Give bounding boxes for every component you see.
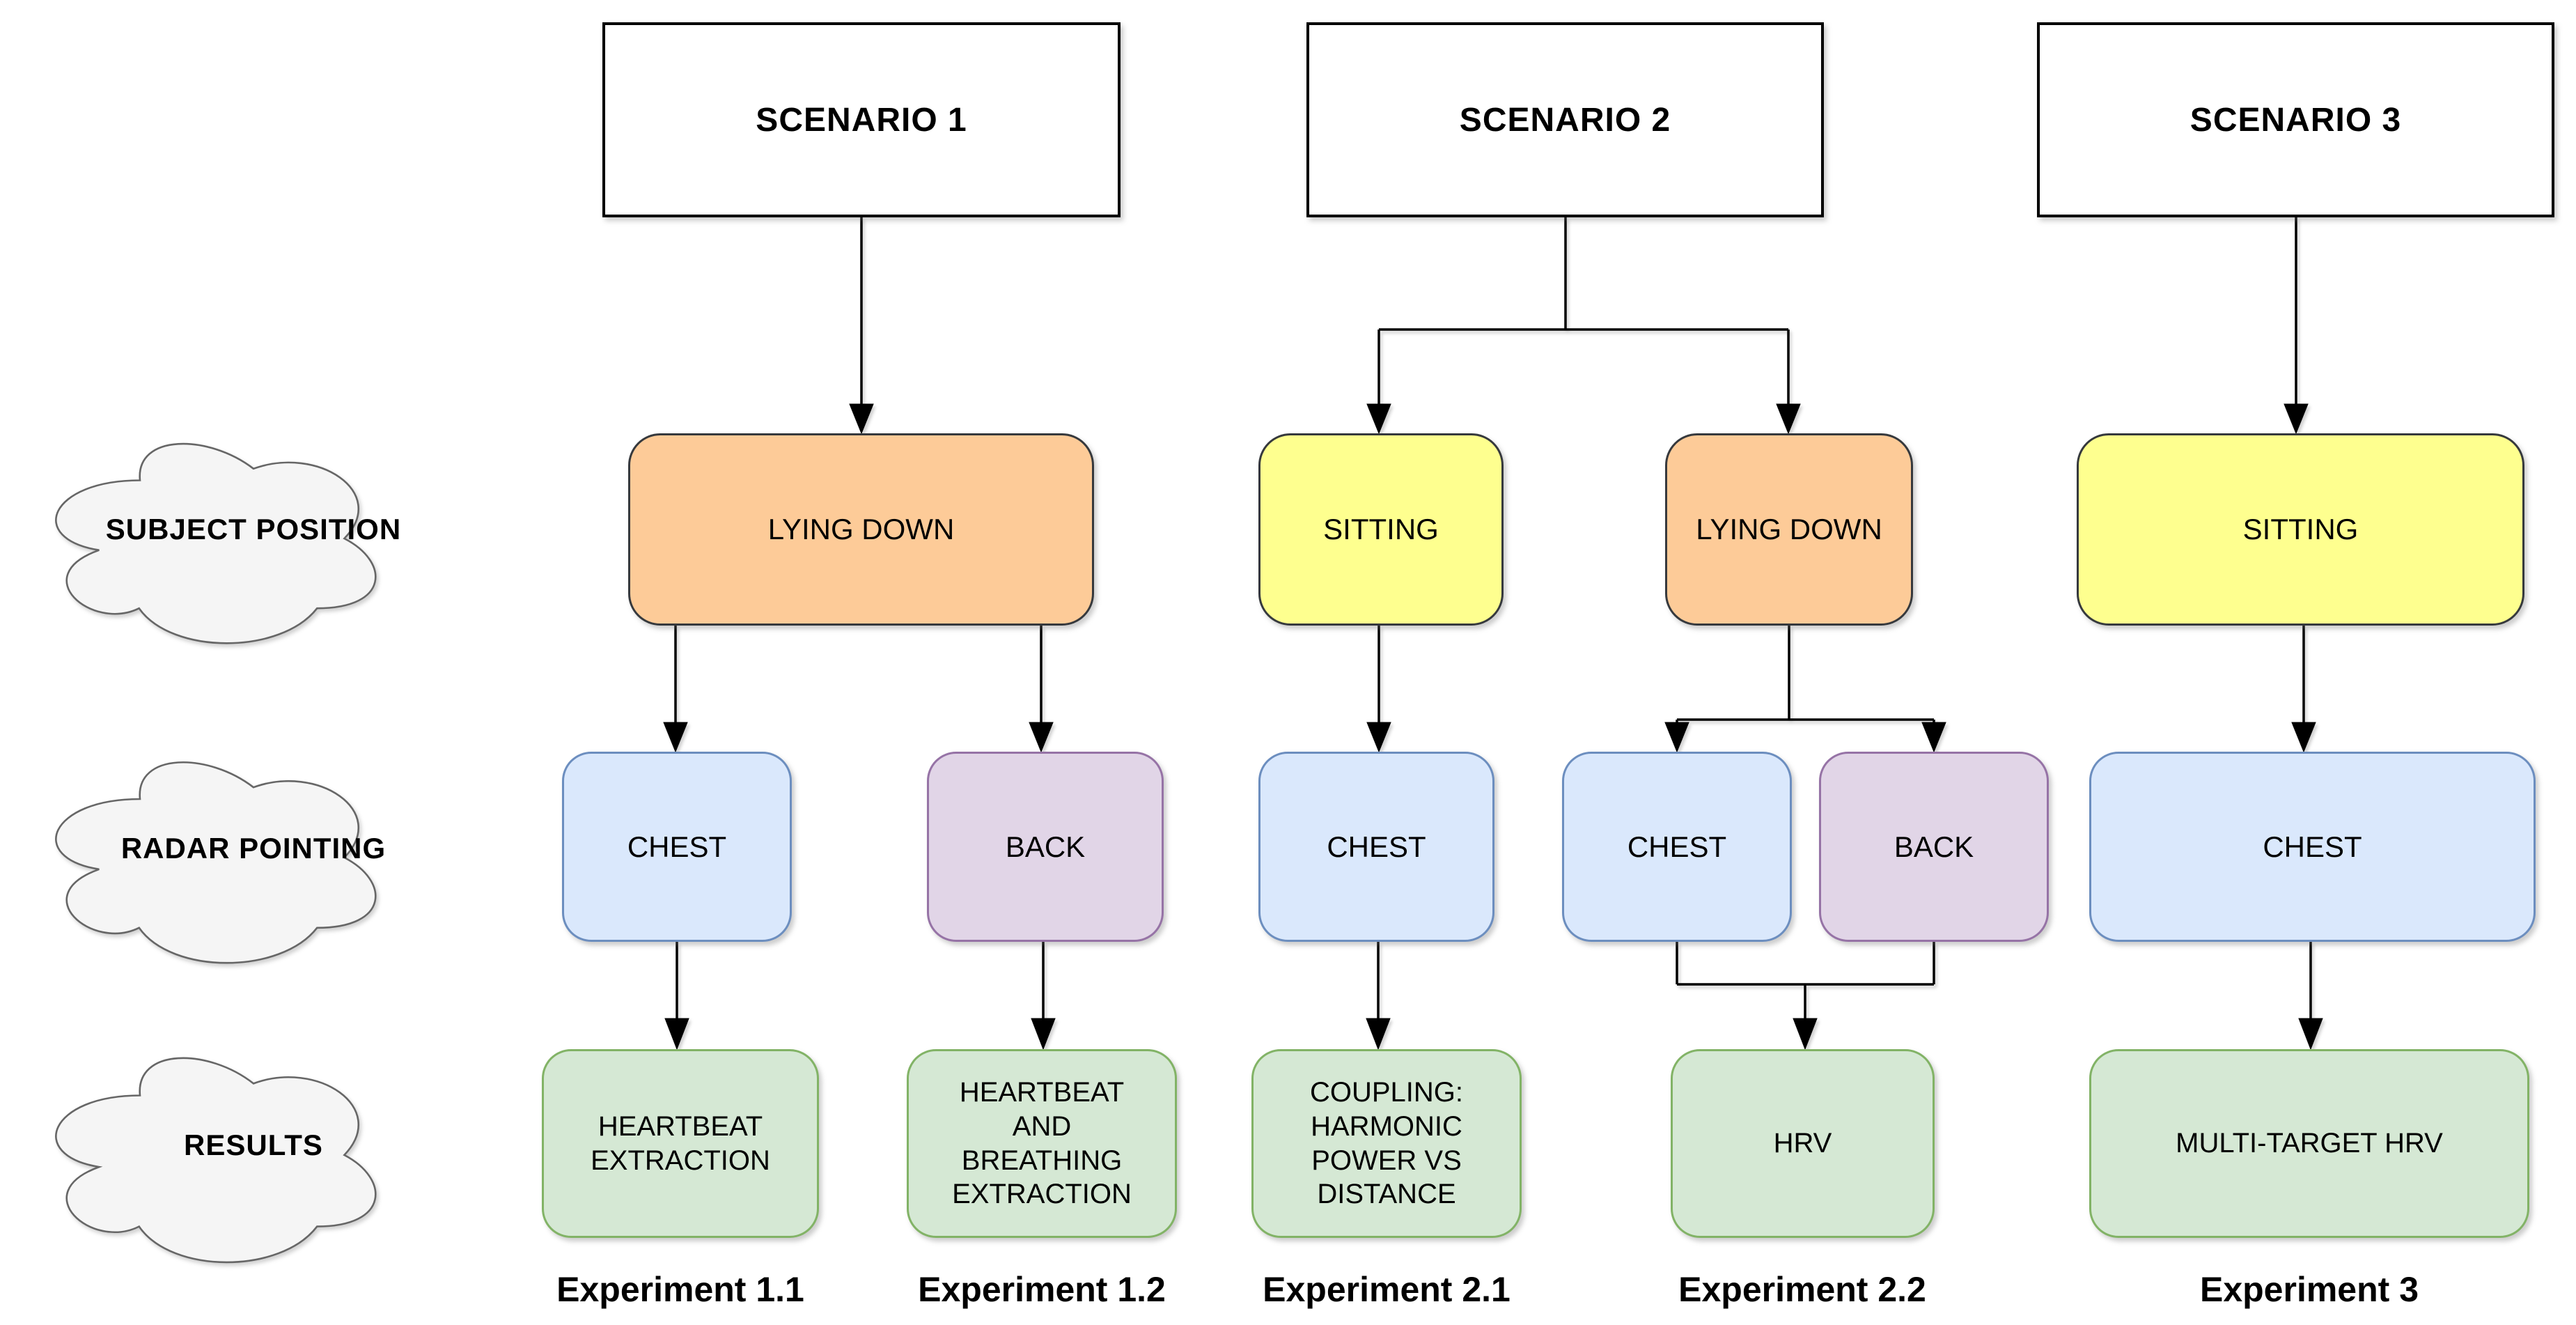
result-label: COUPLING: HARMONIC POWER VS DISTANCE [1309,1076,1464,1210]
radar-label: CHEST [627,830,727,863]
result-label: MULTI-TARGET HRV [2176,1128,2443,1159]
arrowhead [2284,403,2309,435]
result-hrv: HRV [1671,1049,1935,1238]
result-coupling-harmonic-power: COUPLING: HARMONIC POWER VS DISTANCE [1251,1049,1522,1238]
subject-position-cloud-label: SUBJECT POSITION [105,512,402,545]
position-lying-down-2: LYING DOWN [1665,433,1913,626]
experiment-1-2-label: Experiment 1.2 [918,1270,1166,1309]
arrowhead [1366,722,1391,753]
scenario-2-label: SCENARIO 2 [1459,101,1671,139]
arrowhead [1366,1018,1391,1051]
position-label: LYING DOWN [767,513,955,545]
position-sitting-2: SITTING [2077,433,2524,626]
experiment-2-1-label: Experiment 2.1 [1263,1270,1511,1309]
arrowhead [1366,403,1391,435]
arrowhead [1776,403,1801,435]
arrowhead [1031,1018,1056,1051]
radar-back-1: BACK [927,752,1164,942]
arrowhead [1029,722,1054,753]
position-lying-down-1: LYING DOWN [628,433,1094,626]
arrowhead [1664,722,1689,753]
position-label: SITTING [1323,513,1439,545]
arrowhead [1921,722,1946,753]
experiment-2-2-label: Experiment 2.2 [1678,1270,1926,1309]
radar-pointing-cloud-label: RADAR POINTING [120,831,387,865]
arrowhead [1793,1018,1818,1051]
experiment-1-1-label: Experiment 1.1 [556,1270,804,1309]
arrowhead [664,1018,689,1051]
radar-label: BACK [1894,830,1974,863]
radar-back-2: BACK [1819,752,2049,942]
result-label: HEARTBEAT AND BREATHING EXTRACTION [952,1076,1132,1210]
radar-label: CHEST [1627,830,1727,863]
subject-position-cloud: SUBJECT POSITION [26,422,481,655]
position-label: SITTING [2242,513,2359,545]
scenario-3-label: SCENARIO 3 [2189,101,2402,139]
radar-pointing-cloud: RADAR POINTING [26,741,481,975]
radar-chest-1: CHEST [562,752,792,942]
position-sitting-1: SITTING [1258,433,1504,626]
scenario-3-box: SCENARIO 3 [2037,22,2554,217]
cloud-shape [26,422,481,655]
radar-label: CHEST [1327,830,1426,863]
scenario-1-box: SCENARIO 1 [602,22,1121,217]
cloud-shape [26,741,481,975]
arrowhead [663,722,688,753]
radar-chest-3: CHEST [1562,752,1792,942]
result-label: HRV [1773,1128,1832,1159]
result-heartbeat-breathing-extraction: HEARTBEAT AND BREATHING EXTRACTION [907,1049,1177,1238]
cloud-shape [26,1036,481,1274]
scenario-1-label: SCENARIO 1 [756,101,967,139]
result-heartbeat-extraction: HEARTBEAT EXTRACTION [542,1049,819,1238]
position-label: LYING DOWN [1696,513,1882,545]
result-multi-target-hrv: MULTI-TARGET HRV [2089,1049,2529,1238]
radar-chest-2: CHEST [1258,752,1494,942]
radar-label: CHEST [2263,830,2362,863]
results-cloud: RESULTS [26,1036,481,1274]
result-label: HEARTBEAT EXTRACTION [591,1110,770,1176]
arrowhead [2298,1018,2323,1051]
arrowhead [2291,722,2316,753]
experiment-3-label: Experiment 3 [2199,1270,2419,1309]
results-cloud-label: RESULTS [184,1129,323,1162]
scenario-2-box: SCENARIO 2 [1306,22,1824,217]
arrowhead [849,403,874,435]
radar-chest-4: CHEST [2089,752,2536,942]
radar-label: BACK [1005,830,1086,863]
